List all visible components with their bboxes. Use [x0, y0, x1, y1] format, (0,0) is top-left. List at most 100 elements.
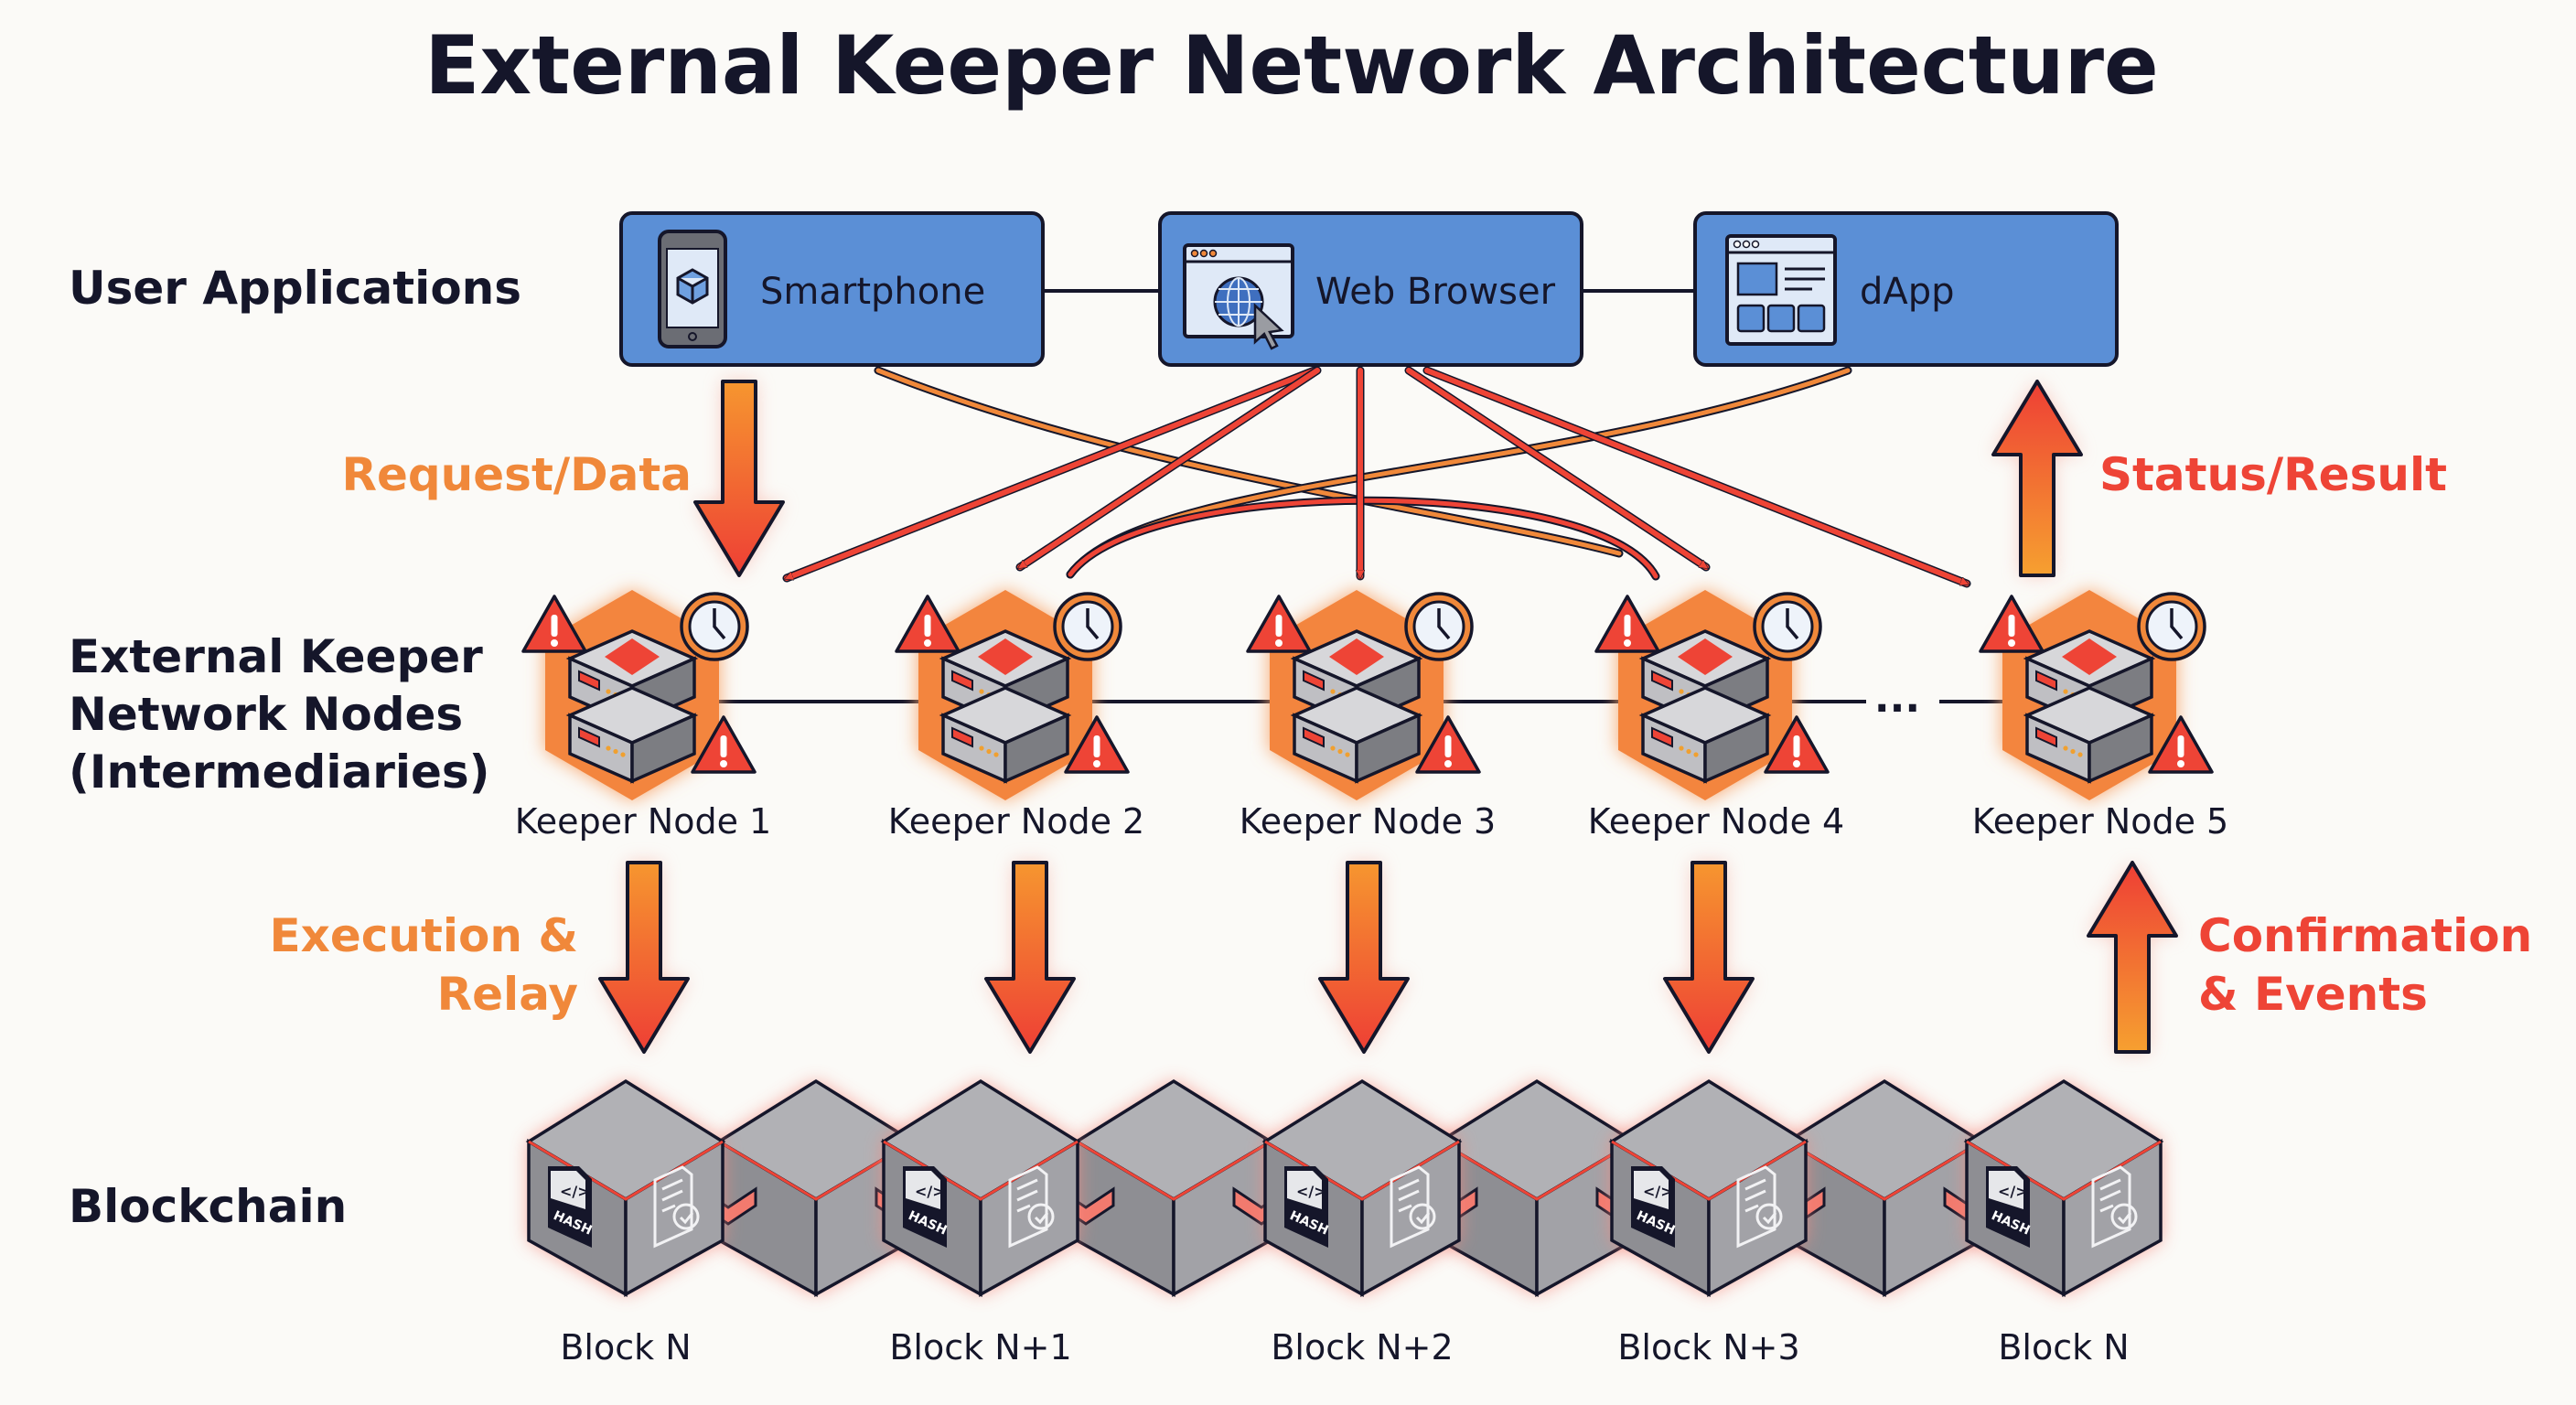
cube-edge-glow: [1611, 1140, 1807, 1201]
node-core-diamond: [978, 638, 1033, 675]
clock-icon: [680, 592, 749, 661]
verified-document-icon: [1736, 1165, 1783, 1249]
clock-icon: [2137, 592, 2206, 661]
node-core-diamond: [605, 638, 660, 675]
warning-icon: [1064, 715, 1130, 774]
warning-icon: [2148, 715, 2214, 774]
clock-icon: [1753, 592, 1822, 661]
web-browser-icon: [1183, 243, 1294, 350]
node-core-diamond: [2062, 638, 2117, 675]
node-ellipsis: ...: [1874, 675, 1920, 722]
hash-file-icon: </>HASH: [1284, 1166, 1330, 1248]
chain-link-cube: [1767, 1078, 2002, 1297]
keeper-node-3[interactable]: Keeper Node 3: [1240, 590, 1496, 842]
warning-icon: [691, 715, 757, 774]
app-box-web-browser[interactable]: Web Browser: [1158, 211, 1583, 367]
smartphone-icon: [658, 230, 727, 349]
keeper-node-label: Keeper Node 4: [1588, 801, 1844, 842]
code-glyph: </>: [1998, 1183, 2028, 1200]
hash-file-icon: </>HASH: [548, 1166, 594, 1248]
warning-icon: [1246, 595, 1312, 653]
block-label: Block N: [560, 1327, 691, 1367]
block-1[interactable]: </>HASH Block N: [525, 1078, 726, 1367]
execution-arrow-down: [1318, 861, 1410, 1054]
block-2[interactable]: </>HASH Block N+1: [880, 1078, 1081, 1367]
row-label-keeper-line2: Network Nodes: [69, 688, 463, 741]
execution-arrow-down: [598, 861, 690, 1054]
node-core-diamond: [1329, 638, 1384, 675]
flow-label-confirmation-line1: Confirmation: [2198, 909, 2532, 962]
keeper-node-5[interactable]: Keeper Node 5: [1972, 590, 2228, 842]
code-glyph: </>: [1296, 1183, 1326, 1200]
flow-label-execution-line1: Execution &: [269, 909, 578, 962]
request-arrow-down: [693, 380, 785, 577]
keeper-node-label: Keeper Node 3: [1240, 801, 1496, 842]
cube-edge-glow: [1966, 1140, 2162, 1201]
block-label: Block N+3: [1617, 1327, 1799, 1367]
app-to-node-links: [782, 366, 1971, 588]
chain-link-cube: [1057, 1078, 1291, 1297]
flow-label-confirmation-line2: & Events: [2198, 968, 2428, 1021]
block-label: Block N+2: [1271, 1327, 1453, 1367]
keeper-node-2[interactable]: Keeper Node 2: [888, 590, 1144, 842]
keeper-node-label: Keeper Node 2: [888, 801, 1144, 842]
app-box-dapp[interactable]: dApp: [1693, 211, 2119, 367]
block-label: Block N: [1998, 1327, 2129, 1367]
warning-icon: [1415, 715, 1481, 774]
row-label-keeper-line3: (Intermediaries): [69, 745, 490, 799]
hash-file-icon: </>HASH: [1631, 1166, 1677, 1248]
code-glyph: </>: [915, 1183, 945, 1200]
warning-icon: [1764, 715, 1830, 774]
warning-icon: [521, 595, 587, 653]
server-icon: [565, 629, 699, 784]
keeper-nodes-row: ... Keeper Node 1 Keeper Node 2 Keeper Node…: [515, 590, 2228, 842]
node-core-diamond: [1678, 638, 1733, 675]
keeper-node-1[interactable]: Keeper Node 1: [515, 590, 771, 842]
flow-arrows: [598, 380, 2178, 1054]
cube-edge-glow: [718, 1140, 914, 1201]
app-to-node-arrow: [787, 368, 1317, 581]
block-label: Block N+1: [889, 1327, 1071, 1367]
execution-arrow-down: [984, 861, 1076, 1054]
cube-edge-glow: [883, 1140, 1079, 1201]
cube-edge-glow: [1439, 1140, 1635, 1201]
user-applications-row: Smartphone Web Browser dApp: [619, 211, 2119, 367]
app-box-label: Smartphone: [760, 271, 985, 313]
verified-document-icon: [1390, 1165, 1436, 1249]
cube-edge-glow: [1264, 1140, 1460, 1201]
app-box-label: Web Browser: [1315, 271, 1556, 313]
keeper-node-label: Keeper Node 5: [1972, 801, 2228, 842]
row-label-blockchain: Blockchain: [69, 1180, 347, 1233]
hash-file-icon: </>HASH: [903, 1166, 949, 1248]
row-label-user-applications: User Applications: [69, 262, 521, 315]
row-label-keeper-line1: External Keeper: [69, 630, 483, 683]
code-glyph: </>: [560, 1183, 590, 1200]
server-icon: [2023, 629, 2156, 784]
cube-edge-glow: [528, 1140, 724, 1201]
execution-arrow-down: [1663, 861, 1755, 1054]
app-to-node-arrow: [1020, 368, 1320, 570]
app-box-smartphone[interactable]: Smartphone: [619, 211, 1045, 367]
diagram-title: External Keeper Network Architecture: [424, 18, 2158, 113]
flow-label-status: Status/Result: [2099, 448, 2447, 501]
verified-document-icon: [2091, 1165, 2138, 1249]
keeper-node-4[interactable]: Keeper Node 4: [1588, 590, 1844, 842]
app-to-node-arrow: [1406, 368, 1706, 570]
block-4[interactable]: </>HASH Block N+3: [1608, 1078, 1809, 1367]
app-to-node-arrow: [1068, 498, 1658, 579]
verified-document-icon: [653, 1165, 700, 1249]
warning-icon: [1594, 595, 1660, 653]
app-to-node-arrow: [875, 368, 1622, 556]
flow-label-request: Request/Data: [341, 448, 692, 501]
code-glyph: </>: [1643, 1183, 1673, 1200]
confirmation-arrow-up: [2087, 861, 2178, 1054]
block-3[interactable]: </>HASH Block N+2: [1261, 1078, 1463, 1367]
flow-label-execution-line2: Relay: [437, 968, 578, 1021]
cube-edge-glow: [1076, 1140, 1272, 1201]
verified-document-icon: [1008, 1165, 1055, 1249]
app-box-label: dApp: [1860, 271, 1955, 313]
clock-icon: [1053, 592, 1122, 661]
